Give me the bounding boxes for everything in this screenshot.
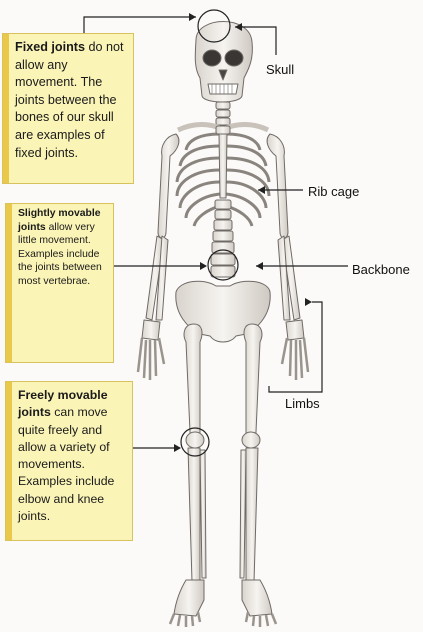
backbone-vertebrae: [210, 125, 236, 278]
freely-movable-joints-text: Freely movable joints can move quite fre…: [18, 387, 132, 525]
callout-accent-bar: [6, 382, 12, 540]
skull-joint-circle: [197, 9, 231, 43]
skull-label: Skull: [266, 62, 295, 77]
arrowhead-slightly: [200, 262, 207, 270]
callout-accent-bar: [3, 34, 9, 183]
neck-vertebrae: [215, 101, 231, 126]
skull-leader: [235, 26, 277, 55]
leader-lines: [83, 16, 348, 449]
fixed-joint-leader: [83, 16, 196, 33]
left-clavicle: [176, 122, 221, 133]
sternum: [218, 133, 228, 199]
arrowhead-ribcage: [258, 186, 265, 194]
fixed-joints-body: do not allow any movement. The joints be…: [15, 40, 124, 160]
right-leg: [239, 323, 278, 627]
slightly-movable-joints-text: Slightly movable joints allow very littl…: [18, 207, 114, 289]
arrowhead-limbs-arm: [305, 298, 312, 306]
freely-movable-joints-heading: Freely movable joints: [18, 388, 108, 420]
limbs-label: Limbs: [285, 396, 320, 411]
slightly-movable-joints-heading: Slightly movable joints: [18, 208, 101, 233]
freely-movable-joints-callout: Freely movable joints can move quite fre…: [5, 381, 133, 541]
arrowhead-freely: [174, 444, 181, 452]
freely-movable-joints-body: can move quite freely and allow a variet…: [18, 405, 115, 524]
rib-cage-bones: [175, 132, 271, 227]
arrowhead-fixed: [189, 13, 196, 21]
left-arm: [136, 133, 180, 380]
fixed-joints-text: Fixed joints do not allow any movement. …: [15, 39, 131, 162]
right-clavicle: [225, 122, 270, 133]
fixed-joints-callout: Fixed joints do not allow any movement. …: [2, 33, 134, 184]
arrowheads: [174, 13, 312, 452]
arrowhead-skull: [235, 23, 242, 31]
knee-joint-circle: [180, 427, 210, 457]
skull-bone: [194, 21, 253, 103]
limbs-bracket: [268, 301, 323, 393]
left-leg: [168, 323, 207, 627]
callout-accent-bar: [6, 204, 12, 362]
slightly-movable-joints-body: allow very little movement. Examples inc…: [18, 221, 102, 287]
arrowhead-backbone: [256, 262, 263, 270]
backbone-joint-circle: [207, 249, 239, 281]
slightly-movable-joints-callout: Slightly movable joints allow very littl…: [5, 203, 114, 363]
right-arm: [266, 133, 310, 380]
backbone-label: Backbone: [352, 262, 410, 277]
skeleton-figure: [136, 21, 310, 627]
fixed-joints-heading: Fixed joints: [15, 40, 85, 54]
rib-cage-label: Rib cage: [308, 184, 360, 199]
